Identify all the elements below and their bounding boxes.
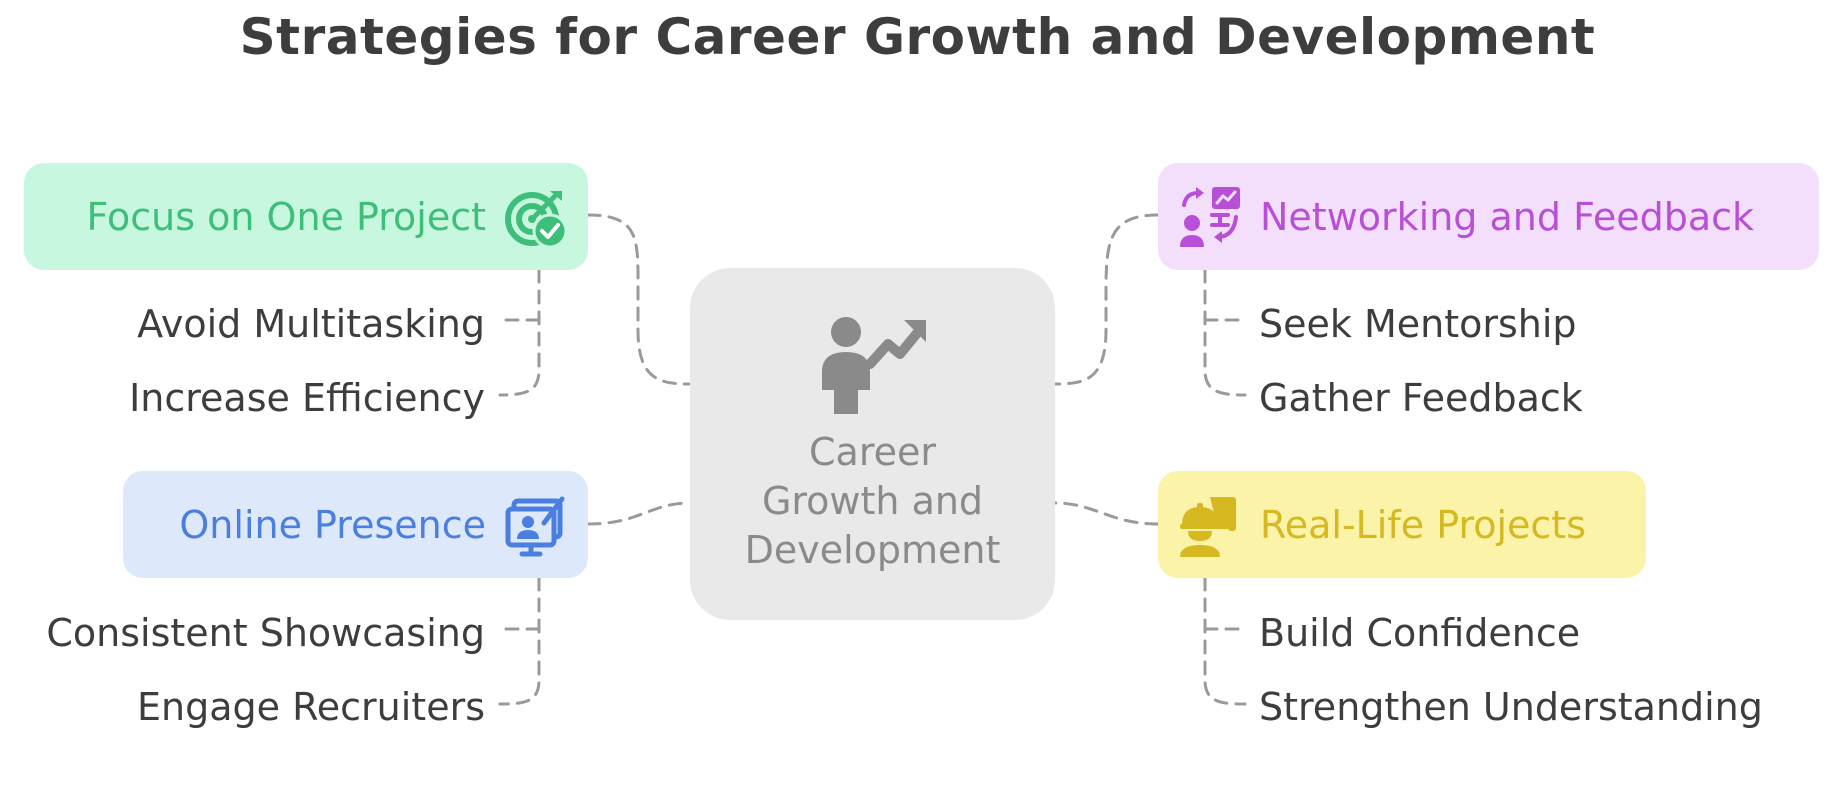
connector-reallife-items bbox=[1203, 576, 1247, 706]
branch-networking-and-feedback: Networking and Feedback bbox=[1158, 163, 1819, 270]
center-label-line: Career bbox=[809, 430, 936, 474]
center-label-line: Growth and bbox=[761, 479, 984, 523]
connector-center-to-focus bbox=[586, 213, 692, 386]
profile-screen-icon bbox=[504, 493, 568, 557]
branch-label: Real-Life Projects bbox=[1260, 502, 1587, 547]
branch-focus-on-one-project: Focus on One Project bbox=[24, 163, 588, 270]
diagram-title: Strategies for Career Growth and Develop… bbox=[239, 8, 1596, 66]
center-label: Career Growth and Development bbox=[690, 428, 1055, 575]
target-check-icon bbox=[504, 185, 568, 249]
item-strengthen-understanding: Strengthen Understanding bbox=[1259, 685, 1763, 729]
item-engage-recruiters: Engage Recruiters bbox=[136, 685, 485, 729]
worker-blueprint-icon bbox=[1178, 493, 1242, 557]
person-growth-icon bbox=[812, 310, 928, 416]
connector-center-to-networking bbox=[1053, 213, 1160, 386]
center-node bbox=[690, 268, 1055, 620]
branch-label: Networking and Feedback bbox=[1260, 194, 1755, 239]
branch-label: Online Presence bbox=[179, 502, 486, 547]
item-avoid-multitasking: Avoid Multitasking bbox=[137, 302, 485, 346]
branch-label: Focus on One Project bbox=[86, 194, 486, 239]
connector-center-to-online bbox=[586, 501, 692, 526]
connector-online-items bbox=[498, 576, 541, 706]
mentor-exchange-icon bbox=[1178, 185, 1242, 249]
item-consistent-showcasing: Consistent Showcasing bbox=[46, 611, 485, 655]
center-label-line: Development bbox=[744, 528, 1001, 572]
item-gather-feedback: Gather Feedback bbox=[1259, 376, 1583, 420]
item-build-confidence: Build Confidence bbox=[1259, 611, 1581, 655]
branch-real-life-projects: Real-Life Projects bbox=[1158, 471, 1646, 578]
item-increase-efficiency: Increase Efficiency bbox=[129, 376, 485, 420]
connector-networking-items bbox=[1203, 268, 1247, 397]
item-seek-mentorship: Seek Mentorship bbox=[1259, 302, 1577, 346]
connector-center-to-reallife bbox=[1053, 501, 1160, 526]
branch-online-presence: Online Presence bbox=[123, 471, 588, 578]
connector-focus-items bbox=[498, 268, 541, 397]
